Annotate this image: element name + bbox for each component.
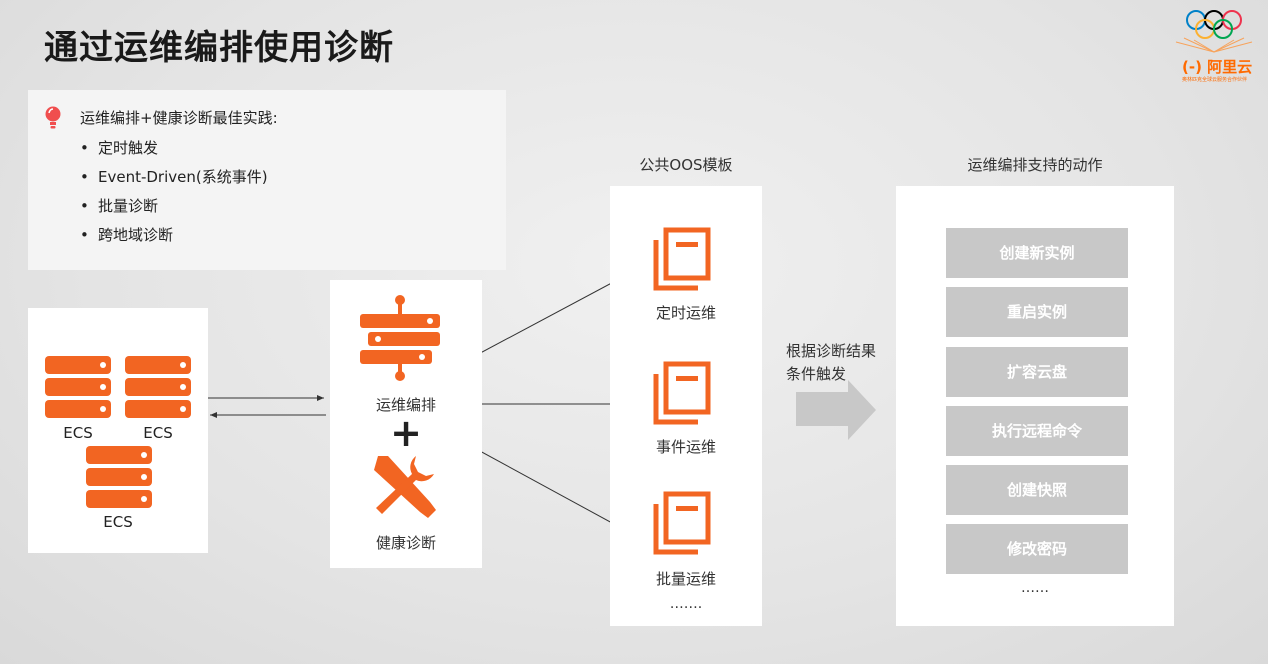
list-item: 定时触发 bbox=[80, 134, 268, 163]
orchestration-icon bbox=[360, 295, 440, 381]
supported-actions-panel: 创建新实例 重启实例 扩容云盘 执行远程命令 创建快照 修改密码 …… bbox=[896, 186, 1174, 626]
condition-trigger-text: 根据诊断结果 条件触发 bbox=[786, 340, 896, 386]
server-icon bbox=[125, 356, 191, 418]
brand-name: (-) 阿里云 bbox=[1182, 58, 1253, 76]
arrow-to-scheduled bbox=[455, 269, 637, 367]
template-scheduled-label: 定时运维 bbox=[655, 304, 716, 322]
templates-ellipsis: ……. bbox=[669, 596, 703, 612]
best-practice-list: 定时触发 Event-Driven(系统事件) 批量诊断 跨地域诊断 bbox=[80, 134, 268, 250]
ecs-panel: ECS ECS ECS bbox=[28, 308, 208, 553]
template-document-icon bbox=[653, 491, 711, 555]
server-icon bbox=[45, 356, 111, 418]
server-icon bbox=[86, 446, 152, 508]
action-change-password: 修改密码 bbox=[946, 524, 1128, 574]
lightbulb-icon bbox=[45, 106, 61, 129]
template-document-icon bbox=[653, 227, 711, 291]
condition-trigger-arrow bbox=[796, 380, 876, 440]
condition-line: 条件触发 bbox=[786, 365, 847, 383]
action-run-command: 执行远程命令 bbox=[946, 406, 1128, 456]
actions-ellipsis: …… bbox=[1021, 580, 1049, 596]
ecs-label: ECS bbox=[143, 424, 173, 442]
best-practice-box: 运维编排+健康诊断最佳实践: 定时触发 Event-Driven(系统事件) 批… bbox=[28, 90, 506, 270]
alibaba-cloud-olympic-logo: (-) 阿里云 奥林匹克全球云服务合作伙伴 bbox=[1168, 8, 1260, 86]
condition-line: 根据诊断结果 bbox=[786, 342, 877, 360]
list-item: 跨地域诊断 bbox=[80, 221, 268, 250]
action-create-snapshot: 创建快照 bbox=[946, 465, 1128, 515]
best-practice-heading: 运维编排+健康诊断最佳实践: bbox=[80, 109, 278, 127]
ecs-label: ECS bbox=[63, 424, 93, 442]
template-document-icon bbox=[653, 361, 711, 425]
oos-templates-panel: 定时运维 事件运维 批量运维 ……. bbox=[610, 186, 762, 626]
wrench-screwdriver-icon bbox=[374, 456, 436, 518]
page-title: 通过运维编排使用诊断 bbox=[44, 28, 394, 68]
template-batch-label: 批量运维 bbox=[655, 570, 716, 588]
list-item: Event-Driven(系统事件) bbox=[80, 163, 268, 192]
action-restart-instance: 重启实例 bbox=[946, 287, 1128, 337]
plus-sign: + bbox=[390, 411, 422, 455]
orchestration-label: 运维编排 bbox=[375, 396, 436, 414]
supported-actions-title: 运维编排支持的动作 bbox=[967, 156, 1103, 174]
oos-templates-title: 公共OOS模板 bbox=[639, 156, 733, 174]
diagnosis-label: 健康诊断 bbox=[375, 534, 436, 552]
template-event-label: 事件运维 bbox=[655, 438, 716, 456]
action-expand-disk: 扩容云盘 bbox=[946, 347, 1128, 397]
ecs-label: ECS bbox=[103, 513, 133, 531]
action-create-instance: 创建新实例 bbox=[946, 228, 1128, 278]
brand-tagline: 奥林匹克全球云服务合作伙伴 bbox=[1182, 77, 1248, 83]
arrow-to-batch bbox=[455, 437, 637, 537]
list-item: 批量诊断 bbox=[80, 192, 268, 221]
orchestration-diagnosis-panel: 运维编排 + 健康诊断 bbox=[330, 280, 482, 568]
olympic-rings-icon bbox=[1175, 10, 1253, 53]
